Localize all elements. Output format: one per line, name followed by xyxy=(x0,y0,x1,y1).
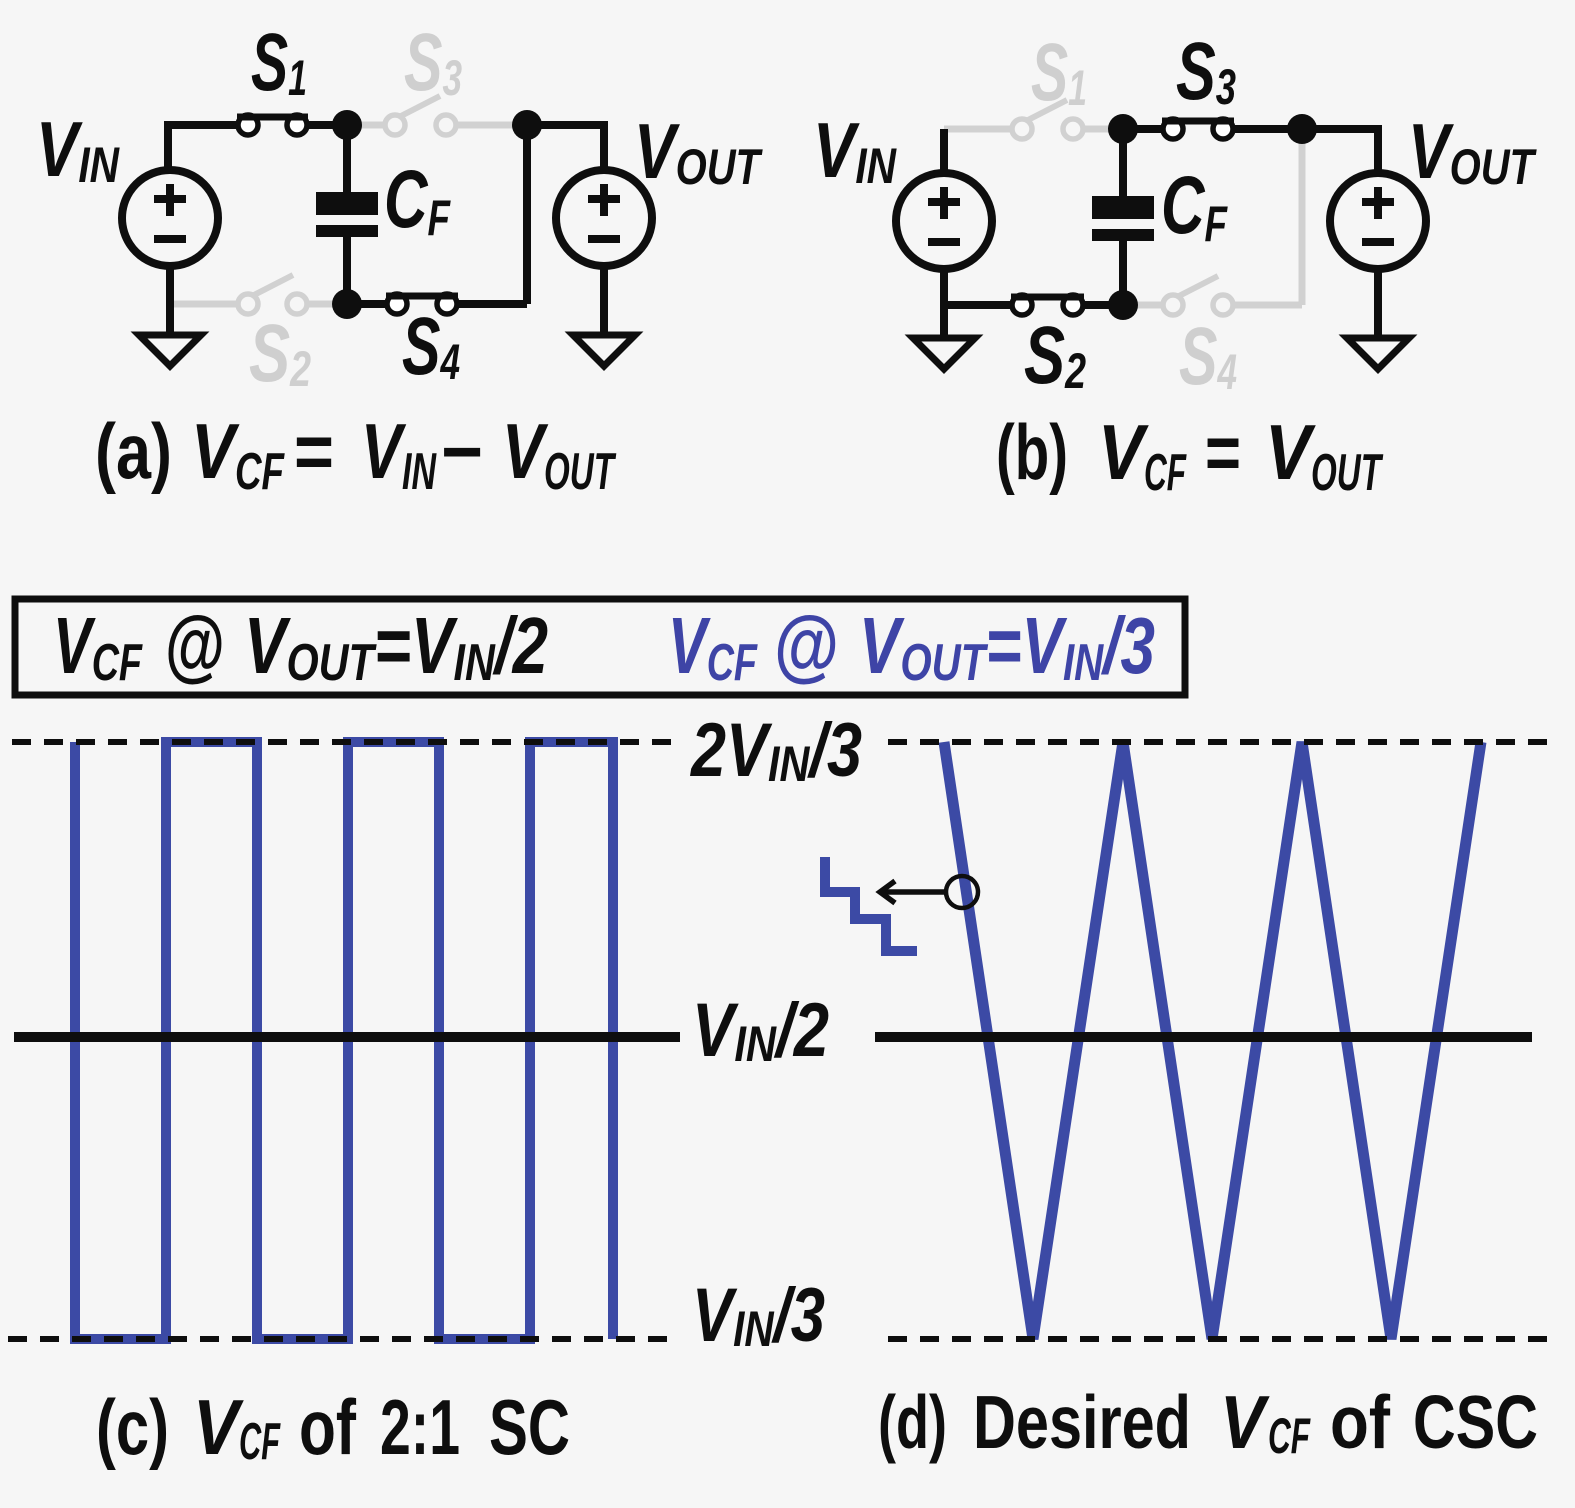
svg-text:Desired: Desired xyxy=(973,1381,1191,1464)
svg-text:2:1: 2:1 xyxy=(380,1385,460,1472)
svg-text:CF: CF xyxy=(1161,160,1228,252)
svg-text:(b): (b) xyxy=(996,409,1068,496)
svg-text:IN: IN xyxy=(402,443,437,501)
svg-text:VOUT: VOUT xyxy=(634,107,763,195)
svg-text:S4: S4 xyxy=(1179,311,1237,402)
svg-text:@: @ xyxy=(164,601,224,691)
svg-text:of: of xyxy=(299,1384,357,1471)
svg-text:CF: CF xyxy=(384,154,451,246)
svg-text:S3: S3 xyxy=(404,17,462,108)
svg-text:VOUT: VOUT xyxy=(1408,107,1537,195)
svg-text:VOUT=VIN/3: VOUT=VIN/3 xyxy=(859,601,1155,691)
svg-text:V: V xyxy=(1265,408,1317,496)
svg-text:VCF: VCF xyxy=(668,601,758,692)
svg-text:S1: S1 xyxy=(251,16,307,107)
svg-text:V: V xyxy=(502,409,549,496)
svg-text:S4: S4 xyxy=(402,301,460,392)
svg-text:(d): (d) xyxy=(878,1380,947,1464)
svg-text:@: @ xyxy=(773,600,838,690)
svg-text:S2: S2 xyxy=(1024,310,1086,402)
svg-text:SC: SC xyxy=(489,1384,570,1471)
svg-text:V: V xyxy=(193,1383,245,1471)
svg-text:OUT: OUT xyxy=(1311,445,1384,502)
svg-text:of: of xyxy=(1330,1380,1391,1464)
svg-text:VIN/2: VIN/2 xyxy=(692,988,829,1073)
svg-text:S3: S3 xyxy=(1176,26,1236,118)
svg-text:V: V xyxy=(191,409,240,495)
svg-text:CF: CF xyxy=(239,1413,281,1471)
svg-text:V: V xyxy=(1220,1381,1270,1465)
svg-text:V: V xyxy=(1098,408,1150,496)
svg-text:S2: S2 xyxy=(249,308,311,400)
svg-text:=: = xyxy=(1205,408,1241,496)
svg-text:=: = xyxy=(294,408,334,495)
svg-text:VIN: VIN xyxy=(36,107,120,194)
svg-text:S1: S1 xyxy=(1031,26,1087,117)
svg-text:CSC: CSC xyxy=(1413,1381,1538,1464)
svg-text:OUT: OUT xyxy=(544,444,617,501)
svg-text:VIN/3: VIN/3 xyxy=(692,1272,825,1358)
svg-text:−: − xyxy=(441,407,483,494)
svg-text:CF: CF xyxy=(235,442,285,501)
svg-text:V: V xyxy=(361,407,407,495)
svg-text:(c): (c) xyxy=(96,1383,169,1471)
svg-text:(a): (a) xyxy=(95,409,172,496)
svg-text:CF: CF xyxy=(1268,1408,1311,1464)
svg-text:VIN: VIN xyxy=(813,108,897,195)
svg-text:VCF: VCF xyxy=(53,601,143,692)
svg-text:CF: CF xyxy=(1144,444,1187,502)
svg-text:2VIN/3: 2VIN/3 xyxy=(689,707,862,792)
svg-text:VOUT=VIN/2: VOUT=VIN/2 xyxy=(244,602,548,691)
